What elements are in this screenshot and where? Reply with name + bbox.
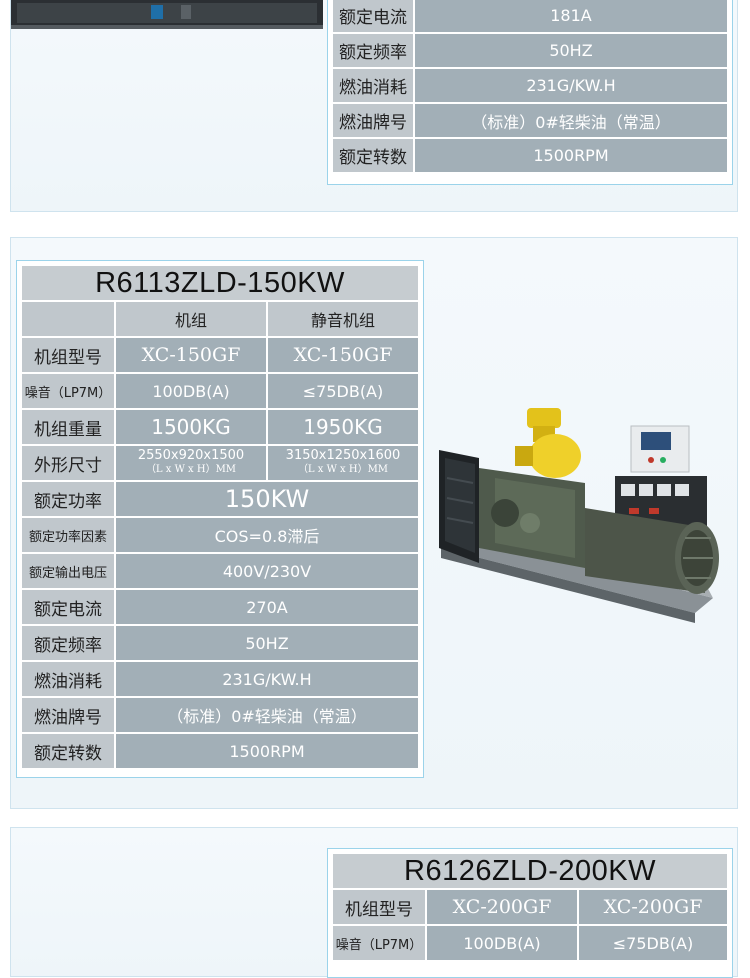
value-dimensions-unit: 2550x920x1500 （L x W x H）MM — [116, 446, 266, 480]
value-dimensions-silent: 3150x1250x1600 （L x W x H）MM — [268, 446, 418, 480]
value-model-silent-200: XC-200GF — [579, 890, 727, 924]
label-fuel-consumption: 燃油消耗 — [333, 69, 413, 102]
value-rated-speed: 1500RPM — [415, 139, 727, 172]
value-model-unit-200: XC-200GF — [427, 890, 577, 924]
label-model: 机组型号 — [22, 338, 114, 372]
label-rated-frequency-150: 额定频率 — [22, 626, 114, 660]
header-unit: 机组 — [116, 302, 266, 336]
value-noise-silent-200: ≤75DB(A) — [579, 926, 727, 960]
label-fuel-grade-150: 燃油牌号 — [22, 698, 114, 732]
model-title-150kw: R6113ZLD-150KW — [22, 266, 418, 300]
value-weight-silent: 1950KG — [268, 410, 418, 444]
value-output-voltage: 400V/230V — [116, 554, 418, 588]
diesel-generator-image — [439, 408, 719, 623]
value-fuel-consumption: 231G/KW.H — [415, 69, 727, 102]
value-power-factor: COS=0.8滞后 — [116, 518, 418, 552]
label-output-voltage: 额定输出电压 — [22, 554, 114, 588]
label-rated-current-150: 额定电流 — [22, 590, 114, 624]
label-rated-current: 额定电流 — [333, 0, 413, 32]
value-rated-frequency-150: 50HZ — [116, 626, 418, 660]
label-dimensions: 外形尺寸 — [22, 446, 114, 480]
value-model-unit: XC-150GF — [116, 338, 266, 372]
product-panel-150kw: R6113ZLD-150KW 机组 静音机组 机组型号 XC-150GF XC-… — [10, 237, 738, 809]
value-fuel-consumption-150: 231G/KW.H — [116, 662, 418, 696]
value-weight-unit: 1500KG — [116, 410, 266, 444]
label-fuel-consumption-150: 燃油消耗 — [22, 662, 114, 696]
value-noise-unit: 100DB(A) — [116, 374, 266, 408]
value-rated-current: 181A — [415, 0, 727, 32]
label-rated-frequency: 额定频率 — [333, 34, 413, 67]
label-weight: 机组重量 — [22, 410, 114, 444]
label-model-200: 机组型号 — [333, 890, 425, 924]
label-rated-speed: 额定转数 — [333, 139, 413, 172]
value-fuel-grade-150: （标准）0#轻柴油（常温） — [116, 698, 418, 732]
dimensions-unit-sub: （L x W x H）MM — [145, 464, 237, 475]
label-rated-power: 额定功率 — [22, 482, 114, 516]
spec-table-200kw: R6126ZLD-200KW 机组型号 XC-200GF XC-200GF 噪音… — [327, 848, 733, 978]
dimensions-unit-main: 2550x920x1500 — [137, 448, 245, 463]
model-title-200kw: R6126ZLD-200KW — [333, 854, 727, 888]
product-panel-200kw: R6126ZLD-200KW 机组型号 XC-200GF XC-200GF 噪音… — [10, 827, 738, 978]
label-noise: 噪音（LP7M） — [22, 374, 114, 408]
spec-table-150kw: R6113ZLD-150KW 机组 静音机组 机组型号 XC-150GF XC-… — [16, 260, 424, 778]
dimensions-silent-sub: （L x W x H）MM — [297, 464, 389, 475]
value-noise-unit-200: 100DB(A) — [427, 926, 577, 960]
dimensions-silent-main: 3150x1250x1600 — [285, 448, 401, 463]
value-rated-speed-150: 1500RPM — [116, 734, 418, 768]
value-rated-power: 150KW — [116, 482, 418, 516]
value-rated-frequency: 50HZ — [415, 34, 727, 67]
spec-table-top: 额定电流 181A 额定频率 50HZ 燃油消耗 231G/KW.H 燃油牌号 … — [327, 0, 733, 185]
generator-image-top — [11, 0, 323, 29]
label-fuel-grade: 燃油牌号 — [333, 104, 413, 137]
label-rated-speed-150: 额定转数 — [22, 734, 114, 768]
label-noise-200: 噪音（LP7M） — [333, 926, 425, 960]
product-panel-top: 额定电流 181A 额定频率 50HZ 燃油消耗 231G/KW.H 燃油牌号 … — [10, 0, 738, 212]
header-silent-unit: 静音机组 — [268, 302, 418, 336]
value-fuel-grade: （标准）0#轻柴油（常温） — [415, 104, 727, 137]
value-rated-current-150: 270A — [116, 590, 418, 624]
header-blank — [22, 302, 114, 336]
value-model-silent: XC-150GF — [268, 338, 418, 372]
label-power-factor: 额定功率因素 — [22, 518, 114, 552]
value-noise-silent: ≤75DB(A) — [268, 374, 418, 408]
